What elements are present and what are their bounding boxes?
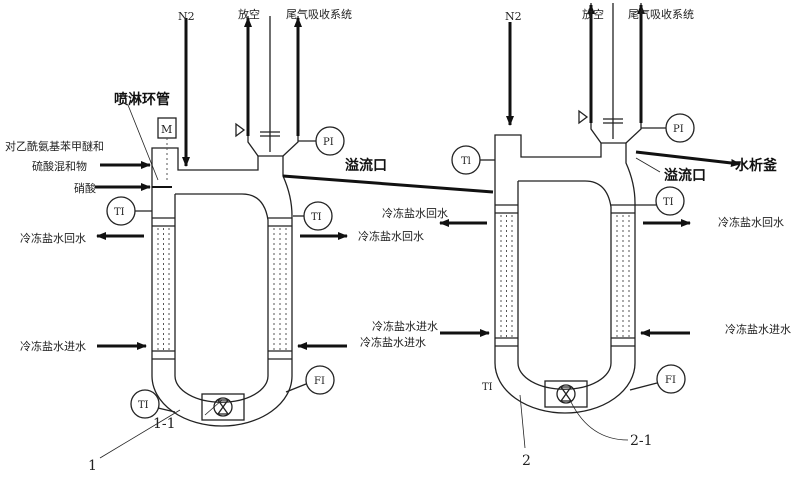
water-kettle-label: 水析釜 [735,157,778,174]
brine-in-label: 冷冻盐水进水 [20,339,86,353]
n2-label-1: N2 [178,10,195,23]
fi-label: FI [665,375,676,386]
ti-label: TI [482,382,493,393]
to-water-kettle-arrow [635,150,741,167]
brine-return-label: 冷冻盐水回水 [718,215,784,229]
fi-label: FI [314,376,325,387]
tail-gas-label-1: 尾气吸收系统 [286,7,352,21]
brine-in-label: 冷冻盐水进水 [372,319,438,333]
pi-label: PI [673,124,684,135]
ti-label: TI [311,212,322,223]
pump-1-label: 1-1 [153,416,176,432]
spray-ring-label: 喷淋环管 [114,91,170,108]
instruments [106,113,695,419]
ti-label: Tl [461,156,471,167]
reactor-1: M [95,16,494,426]
pump-2-label: 2-1 [630,433,653,449]
motor-label: M [161,123,172,136]
tail-gas-label-2: 尾气吸收系统 [628,7,694,21]
pi-label: PI [323,137,334,148]
overflow-line [282,174,494,194]
nitric-acid-label: 硝酸 [74,181,96,195]
ti-label: TI [114,207,125,218]
brine-in-label: 冷冻盐水进水 [360,335,426,349]
brine-return-label: 冷冻盐水回水 [358,229,424,243]
vent-label-2: 放空 [582,7,604,21]
reactor-2 [440,3,741,413]
overflow-label-2: 溢流口 [664,167,706,184]
reactor-1-label: 1 [88,458,97,474]
brine-return-label: 冷冻盐水回水 [382,206,448,220]
reactor-2-label: 2 [522,453,531,469]
feed-label-line1: 对乙酰氨基苯甲醚和 [5,139,104,153]
ti-label: TI [663,197,674,208]
brine-in-label: 冷冻盐水进水 [725,322,791,336]
overflow-label-1: 溢流口 [345,157,387,174]
brine-return-label: 冷冻盐水回水 [20,231,86,245]
ti-label: TI [138,400,149,411]
vent-label-1: 放空 [238,7,260,21]
feed-label-line2: 硫酸混和物 [32,159,87,173]
n2-label-2: N2 [505,10,522,23]
